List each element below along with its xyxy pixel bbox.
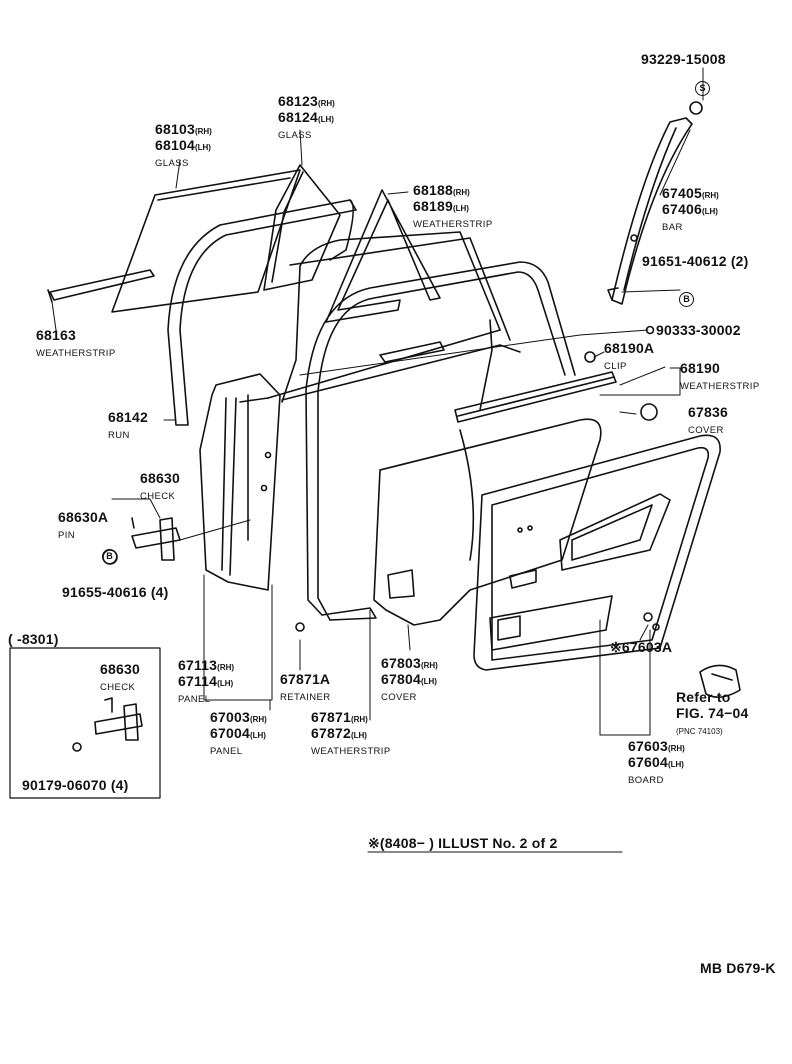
label-67113: 67113(RH) 67114(LH) PANEL	[178, 657, 235, 705]
inset-label-90179: 90179-06070 (4)	[22, 777, 129, 793]
label-90333: 90333-30002	[656, 322, 741, 338]
lower-weatherstrip	[47, 269, 155, 303]
pin	[131, 517, 135, 529]
main-glass	[111, 169, 301, 313]
label-67405: 67405(RH) 67406(LH) BAR	[662, 185, 719, 233]
inset-range: ( -8301)	[8, 631, 59, 647]
label-68630A: 68630A PIN	[58, 509, 109, 541]
door-panel	[199, 231, 521, 591]
door-weatherstrip	[305, 261, 576, 621]
door-check	[131, 517, 181, 561]
belt-weatherstrip	[454, 371, 617, 423]
board-clip	[652, 623, 660, 631]
label-68190: 68190 WEATHERSTRIP	[680, 360, 760, 392]
retainer	[295, 622, 305, 632]
inset-bolt	[72, 742, 82, 752]
b-marker-icon: B	[679, 292, 694, 307]
label-68630: 68630 CHECK	[140, 470, 180, 502]
label-67603A: ※67603A	[610, 639, 673, 655]
trim-board	[473, 434, 721, 671]
label-67803: 67803(RH) 67804(LH) COVER	[381, 655, 438, 703]
division-weatherstrip	[325, 189, 441, 323]
label-68123: 68123(RH) 68124(LH) GLASS	[278, 93, 335, 141]
label-68163: 68163 WEATHERSTRIP	[36, 327, 116, 359]
run-channel	[167, 199, 357, 426]
label-67603: 67603(RH) 67604(LH) BOARD	[628, 738, 685, 786]
refer-note: Refer to FIG. 74−04 (PNC 74103)	[676, 689, 749, 736]
label-68190A: 68190A CLIP	[604, 340, 655, 372]
diagram-code: MB D679-K	[700, 960, 776, 976]
label-67003: 67003(RH) 67004(LH) PANEL	[210, 709, 267, 757]
board-clip	[643, 612, 653, 622]
inset-label-68630: 68630 CHECK	[100, 661, 140, 693]
b-marker-icon: B	[102, 549, 117, 564]
label-67871: 67871(RH) 67872(LH) WEATHERSTRIP	[311, 709, 391, 757]
label-68142: 68142 RUN	[108, 409, 148, 441]
inset-check	[94, 697, 143, 741]
label-67871A: 67871A RETAINER	[280, 671, 331, 703]
inset-box	[9, 647, 161, 799]
bar-part	[607, 117, 693, 305]
label-68188: 68188(RH) 68189(LH) WEATHERSTRIP	[413, 182, 493, 230]
service-cover	[373, 418, 602, 626]
leader-lines	[51, 67, 704, 736]
label-93229: 93229-15008	[641, 51, 726, 67]
s-marker-icon: S	[695, 81, 710, 96]
screw-top	[689, 101, 703, 115]
cover-plug	[640, 403, 658, 421]
label-91651: 91651-40612 (2)	[642, 253, 749, 269]
label-67836: 67836 COVER	[688, 404, 728, 436]
label-68103: 68103(RH) 68104(LH) GLASS	[155, 121, 212, 169]
quarter-glass	[263, 164, 341, 291]
label-91655: 91655-40616 (4)	[62, 584, 169, 600]
inner-handle	[699, 664, 741, 698]
illustration-caption: ※(8408− ) ILLUST No. 2 of 2	[368, 835, 558, 851]
